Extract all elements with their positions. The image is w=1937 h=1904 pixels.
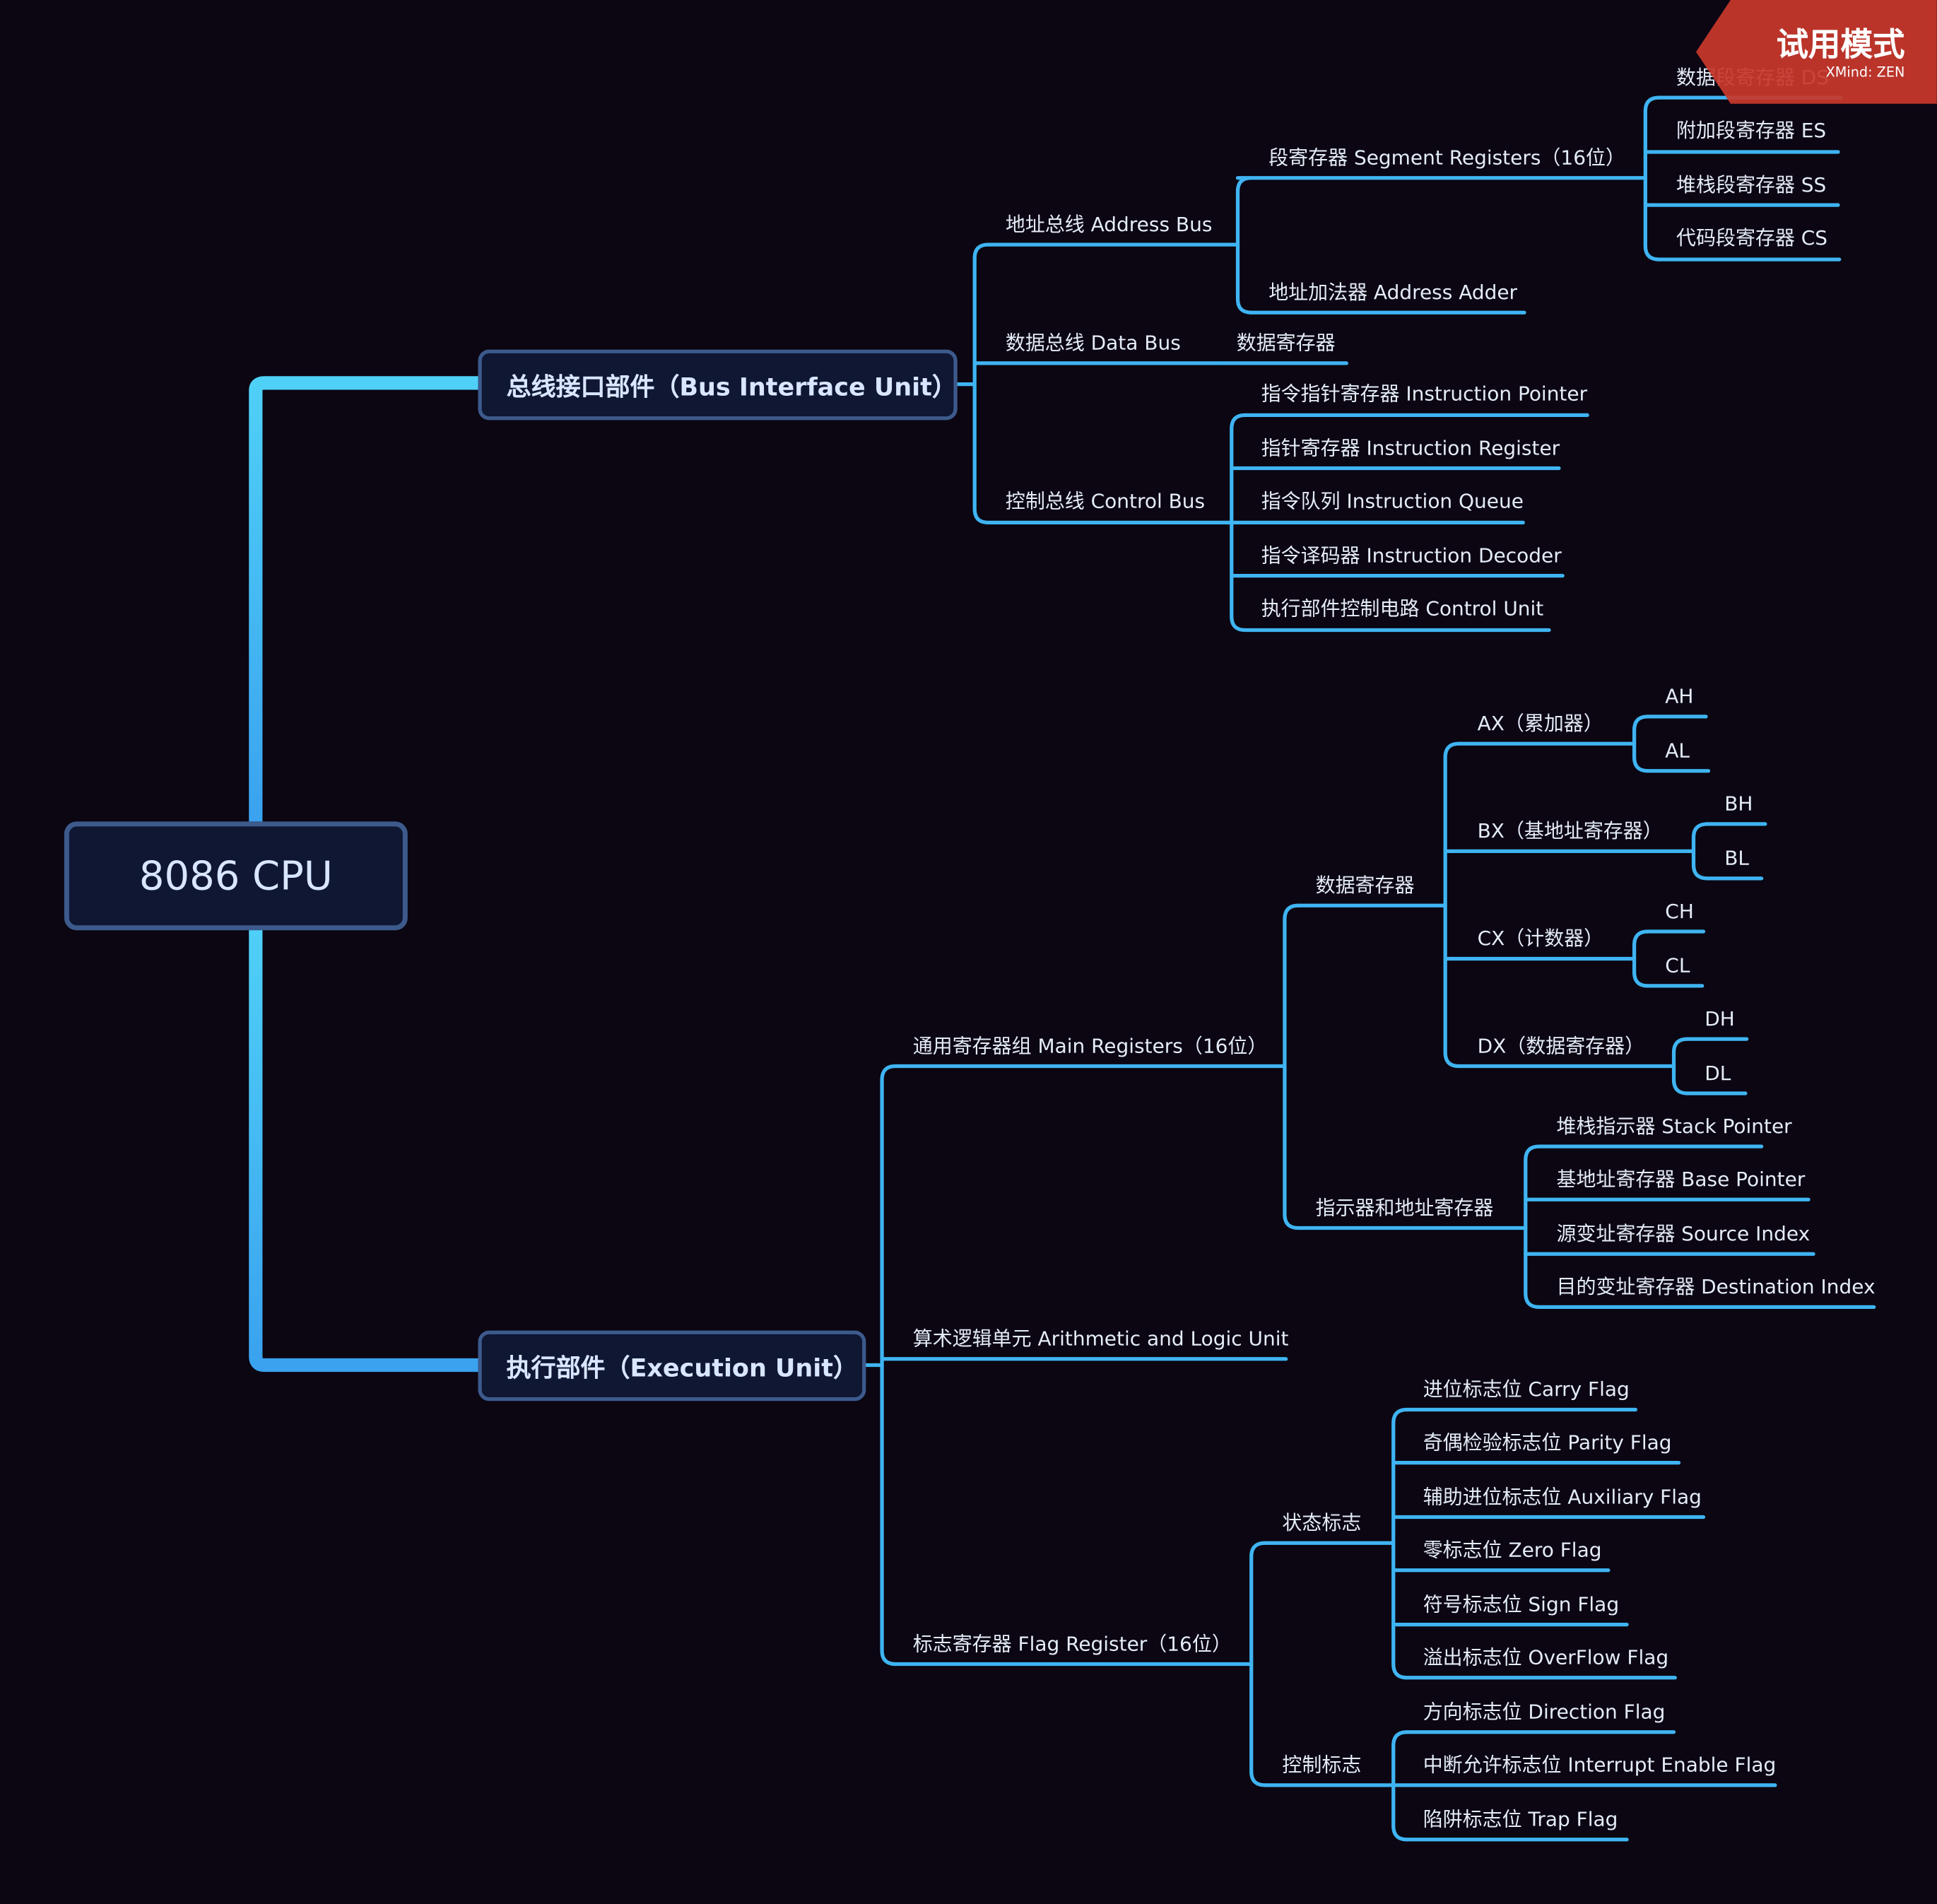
topic-al[interactable]: AL [1665, 739, 1690, 763]
topic-flag-register[interactable]: 标志寄存器 Flag Register（16位） [912, 1632, 1232, 1656]
topic-ah[interactable]: AH [1665, 684, 1694, 708]
topic-control-unit[interactable]: 执行部件控制电路 Control Unit [1261, 597, 1544, 621]
topic-dl[interactable]: DL [1705, 1061, 1731, 1085]
topic-bh[interactable]: BH [1724, 792, 1753, 816]
badge-shape [1696, 0, 1937, 104]
topic-source-index[interactable]: 源变址寄存器 Source Index [1556, 1221, 1811, 1245]
trial-mode-label: 试用模式 [1776, 27, 1905, 64]
topic-trap-flag[interactable]: 陷阱标志位 Trap Flag [1423, 1807, 1618, 1831]
topic-data-register[interactable]: 数据寄存器 [1236, 331, 1336, 355]
topic-es[interactable]: 附加段寄存器 ES [1676, 118, 1827, 143]
topic-interrupt-enable-flag[interactable]: 中断允许标志位 Interrupt Enable Flag [1423, 1753, 1777, 1777]
topic-cx[interactable]: CX（计数器） [1477, 927, 1604, 951]
topic-parity-flag[interactable]: 奇偶检验标志位 Parity Flag [1423, 1430, 1672, 1455]
topic-address-adder[interactable]: 地址加法器 Address Adder [1268, 280, 1518, 305]
topic-main-registers[interactable]: 通用寄存器组 Main Registers（16位） [912, 1034, 1268, 1058]
topic-instruction-decoder[interactable]: 指令译码器 Instruction Decoder [1261, 543, 1562, 568]
topic-stack-pointer[interactable]: 堆栈指示器 Stack Pointer [1556, 1114, 1792, 1138]
topic-segment-registers[interactable]: 段寄存器 Segment Registers（16位） [1268, 146, 1625, 170]
topic-instruction-queue[interactable]: 指令队列 Instruction Queue [1261, 489, 1524, 513]
topic-data-registers[interactable]: 数据寄存器 [1315, 873, 1415, 898]
xmind-brand-label: XMind: ZEN [1825, 64, 1905, 81]
topic-ss[interactable]: 堆栈段寄存器 SS [1676, 172, 1827, 196]
topic-carry-flag[interactable]: 进位标志位 Carry Flag [1423, 1377, 1630, 1401]
topic-control-flags[interactable]: 控制标志 [1282, 1753, 1362, 1777]
topic-status-flags[interactable]: 状态标志 [1282, 1510, 1362, 1535]
trial-mode-badge[interactable]: 试用模式 XMind: ZEN [1696, 0, 1937, 104]
topic-instruction-pointer[interactable]: 指令指针寄存器 Instruction Pointer [1261, 382, 1588, 406]
topic-bus-interface-unit[interactable]: 总线接口部件（Bus Interface Unit） [478, 349, 958, 421]
topic-cs[interactable]: 代码段寄存器 CS [1676, 225, 1828, 250]
topic-base-pointer[interactable]: 基地址寄存器 Base Pointer [1556, 1167, 1806, 1192]
topic-auxiliary-flag[interactable]: 辅助进位标志位 Auxiliary Flag [1423, 1485, 1702, 1509]
topic-zero-flag[interactable]: 零标志位 Zero Flag [1423, 1538, 1602, 1562]
topic-destination-index[interactable]: 目的变址寄存器 Destination Index [1556, 1274, 1876, 1299]
topic-direction-flag[interactable]: 方向标志位 Direction Flag [1423, 1700, 1666, 1724]
topic-ax[interactable]: AX（累加器） [1477, 711, 1603, 736]
topic-bx[interactable]: BX（基地址寄存器） [1477, 818, 1663, 843]
topic-cl[interactable]: CL [1665, 953, 1690, 977]
topic-instruction-register[interactable]: 指针寄存器 Instruction Register [1261, 436, 1560, 460]
topic-address-bus[interactable]: 地址总线 Address Bus [1005, 212, 1213, 236]
topic-execution-unit[interactable]: 执行部件（Execution Unit） [478, 1330, 866, 1401]
topic-control-bus[interactable]: 控制总线 Control Bus [1005, 489, 1206, 513]
topic-alu[interactable]: 算术逻辑单元 Arithmetic and Logic Unit [912, 1327, 1289, 1351]
topic-overflow-flag[interactable]: 溢出标志位 OverFlow Flag [1423, 1645, 1669, 1669]
topic-ch[interactable]: CH [1665, 899, 1694, 923]
topic-bl[interactable]: BL [1724, 846, 1749, 870]
topic-data-bus[interactable]: 数据总线 Data Bus [1005, 331, 1181, 355]
topic-dh[interactable]: DH [1705, 1006, 1735, 1030]
topic-sign-flag[interactable]: 符号标志位 Sign Flag [1423, 1592, 1620, 1616]
central-topic[interactable]: 8086 CPU [64, 821, 408, 931]
topic-pointer-index-registers[interactable]: 指示器和地址寄存器 [1315, 1196, 1494, 1220]
topic-dx[interactable]: DX（数据寄存器） [1477, 1034, 1645, 1058]
